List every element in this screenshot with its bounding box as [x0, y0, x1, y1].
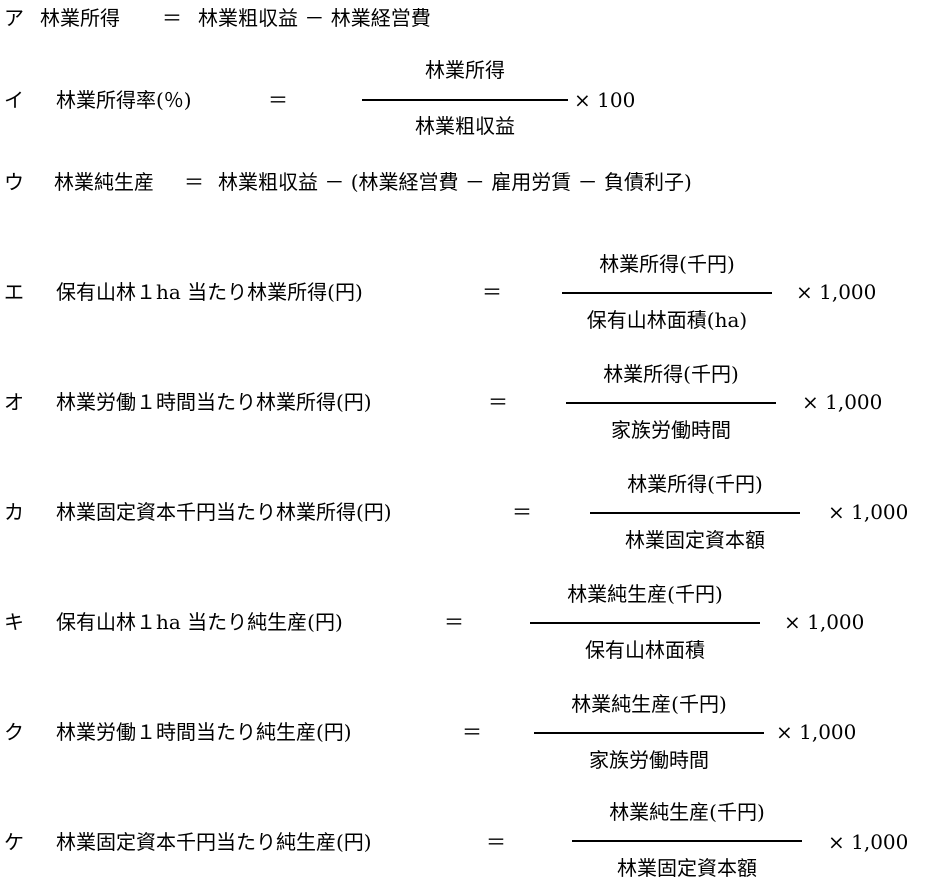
formula-marker: キ — [4, 610, 24, 634]
multiplier: × 1,000 — [796, 280, 877, 304]
fraction-denominator: 林業固定資本額 — [625, 528, 765, 552]
fraction-denominator: 家族労働時間 — [611, 418, 731, 442]
fraction-numerator: 林業所得(千円) — [603, 362, 739, 386]
formula-marker: ウ — [4, 170, 24, 194]
equals-sign: ＝ — [444, 610, 464, 634]
equals-sign: ＝ — [462, 720, 482, 744]
equals-sign: ＝ — [512, 500, 532, 524]
formula-marker: ケ — [4, 830, 24, 854]
equals-sign: ＝ — [486, 830, 506, 854]
formula-marker: カ — [4, 500, 24, 524]
fraction-denominator: 保有山林面積 — [585, 638, 705, 662]
fraction-bar — [562, 292, 772, 294]
equals-sign: ＝ — [184, 170, 204, 194]
multiplier: × 1,000 — [776, 720, 857, 744]
fraction-bar — [362, 99, 568, 101]
formula-lhs: 林業所得率(％) — [56, 88, 192, 112]
fraction-bar — [572, 840, 802, 842]
multiplier: × 1,000 — [802, 390, 883, 414]
formula-marker: エ — [4, 280, 24, 304]
fraction-denominator: 家族労働時間 — [589, 748, 709, 772]
fraction-numerator: 林業所得(千円) — [627, 472, 763, 496]
fraction-denominator: 林業固定資本額 — [617, 856, 757, 880]
formula-lhs: 林業労働１時間当たり林業所得(円) — [56, 390, 372, 414]
multiplier: × 100 — [574, 88, 636, 112]
equals-sign: ＝ — [482, 280, 502, 304]
fraction-bar — [590, 512, 800, 514]
equals-sign: ＝ — [268, 88, 288, 112]
formula-marker: ク — [4, 720, 24, 744]
fraction-bar — [534, 732, 764, 734]
formula-marker: オ — [4, 390, 24, 414]
fraction-bar — [530, 622, 760, 624]
fraction-numerator: 林業所得(千円) — [599, 252, 735, 276]
formula-rhs: 林業粗収益 － (林業経営費 － 雇用労賃 － 負債利子) — [218, 170, 692, 194]
fraction-numerator: 林業純生産(千円) — [571, 692, 727, 716]
formula-rhs: 林業粗収益 － 林業経営費 — [198, 6, 431, 30]
formula-lhs: 保有山林１ha 当たり林業所得(円) — [56, 280, 363, 304]
formula-lhs: 林業所得 — [40, 6, 120, 30]
fraction-numerator: 林業所得 — [425, 58, 505, 82]
multiplier: × 1,000 — [784, 610, 865, 634]
equals-sign: ＝ — [488, 390, 508, 414]
formula-lhs: 林業純生産 — [54, 170, 154, 194]
formula-lhs: 林業労働１時間当たり純生産(円) — [56, 720, 352, 744]
formula-lhs: 林業固定資本千円当たり純生産(円) — [56, 830, 372, 854]
fraction-bar — [566, 402, 776, 404]
formula-marker: イ — [4, 88, 24, 112]
formula-lhs: 保有山林１ha 当たり純生産(円) — [56, 610, 343, 634]
fraction-denominator: 保有山林面積(ha) — [586, 308, 748, 332]
equals-sign: ＝ — [162, 6, 182, 30]
multiplier: × 1,000 — [828, 830, 909, 854]
fraction-denominator: 林業粗収益 — [415, 114, 515, 138]
formula-lhs: 林業固定資本千円当たり林業所得(円) — [56, 500, 392, 524]
formula-marker: ア — [4, 6, 24, 30]
fraction-numerator: 林業純生産(千円) — [609, 800, 765, 824]
multiplier: × 1,000 — [828, 500, 909, 524]
fraction-numerator: 林業純生産(千円) — [567, 582, 723, 606]
